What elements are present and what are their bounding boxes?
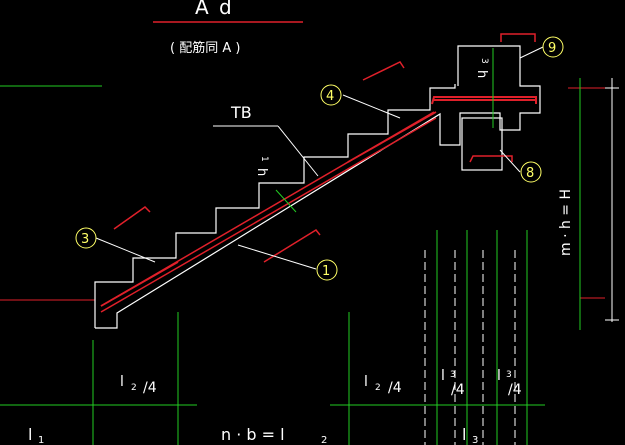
svg-text:3: 3 xyxy=(81,232,89,247)
dim-l3-quarter-left: l 3 /4 xyxy=(441,368,465,398)
marker-rebar-8: 8 xyxy=(520,161,542,183)
rebar-detail-8 xyxy=(469,155,513,163)
svg-text:1: 1 xyxy=(322,264,330,279)
leader-9 xyxy=(519,46,544,59)
svg-text:3: 3 xyxy=(472,435,478,445)
dim-l2-quarter-left: l 2 /4 xyxy=(120,374,157,396)
svg-text:/4: /4 xyxy=(388,380,402,396)
dim-l3: l 3 xyxy=(462,425,478,445)
bottom-dashed-lines xyxy=(424,250,516,445)
rebar-detail-3 xyxy=(113,206,151,230)
stair-step-outline xyxy=(94,84,456,328)
leader-1 xyxy=(237,244,317,270)
leader-tb-diag xyxy=(277,125,319,177)
svg-text:2: 2 xyxy=(131,383,137,393)
svg-text:l: l xyxy=(441,368,445,384)
svg-text:3: 3 xyxy=(479,58,489,64)
leader-4 xyxy=(342,94,401,119)
stair-soffit-outline xyxy=(95,45,541,329)
marker-rebar-4: 4 xyxy=(320,84,342,106)
svg-text:l: l xyxy=(497,368,501,384)
svg-text:l: l xyxy=(120,374,124,390)
rebar-lower-support xyxy=(100,261,179,307)
svg-text:9: 9 xyxy=(548,41,556,56)
h3-label: h 3 xyxy=(474,58,489,78)
svg-text:h: h xyxy=(474,70,489,78)
landing-beam-box xyxy=(461,117,503,171)
dim-nb-l2: n · b = l 2 xyxy=(221,425,327,445)
svg-text:h: h xyxy=(254,168,269,176)
rebar-detail-9 xyxy=(500,33,536,42)
svg-text:2: 2 xyxy=(375,383,381,393)
h1-dimension-line xyxy=(275,189,297,213)
leader-8 xyxy=(499,149,521,173)
svg-text:l: l xyxy=(28,425,32,444)
rebar-detail-1 xyxy=(263,229,321,263)
svg-text:8: 8 xyxy=(526,166,534,181)
svg-text:n · b = l: n · b = l xyxy=(221,425,285,444)
svg-text:l: l xyxy=(462,425,466,444)
rebar-main-bottom xyxy=(100,117,437,313)
svg-text:3: 3 xyxy=(450,370,456,380)
leader-3 xyxy=(95,237,156,263)
svg-text:1: 1 xyxy=(38,435,44,445)
svg-text:l: l xyxy=(364,374,368,390)
bottom-dimension-lines xyxy=(0,230,545,445)
svg-text:/4: /4 xyxy=(143,380,157,396)
dim-l2-quarter-right: l 2 /4 xyxy=(364,374,402,396)
svg-text:/4: /4 xyxy=(451,382,465,398)
svg-text:2: 2 xyxy=(321,435,327,445)
svg-text:4: 4 xyxy=(326,89,334,104)
svg-text:1: 1 xyxy=(259,156,269,162)
title-text: A d xyxy=(195,0,234,19)
svg-text:/4: /4 xyxy=(508,382,522,398)
dim-l3-quarter-right: l 3 /4 xyxy=(497,368,522,398)
svg-text:3: 3 xyxy=(506,370,512,380)
marker-rebar-3: 3 xyxy=(75,227,97,249)
h1-label: h 1 xyxy=(254,156,269,176)
marker-rebar-9: 9 xyxy=(542,36,564,58)
rebar-detail-4 xyxy=(362,61,405,81)
dim-l1: l 1 xyxy=(28,425,44,445)
height-equation: m · h = H xyxy=(558,189,574,256)
rebar-upper-support xyxy=(347,111,437,163)
tb-label: TB xyxy=(230,103,252,122)
marker-rebar-1: 1 xyxy=(316,259,338,281)
subtitle-text: ( 配筋同 A ) xyxy=(170,40,240,56)
